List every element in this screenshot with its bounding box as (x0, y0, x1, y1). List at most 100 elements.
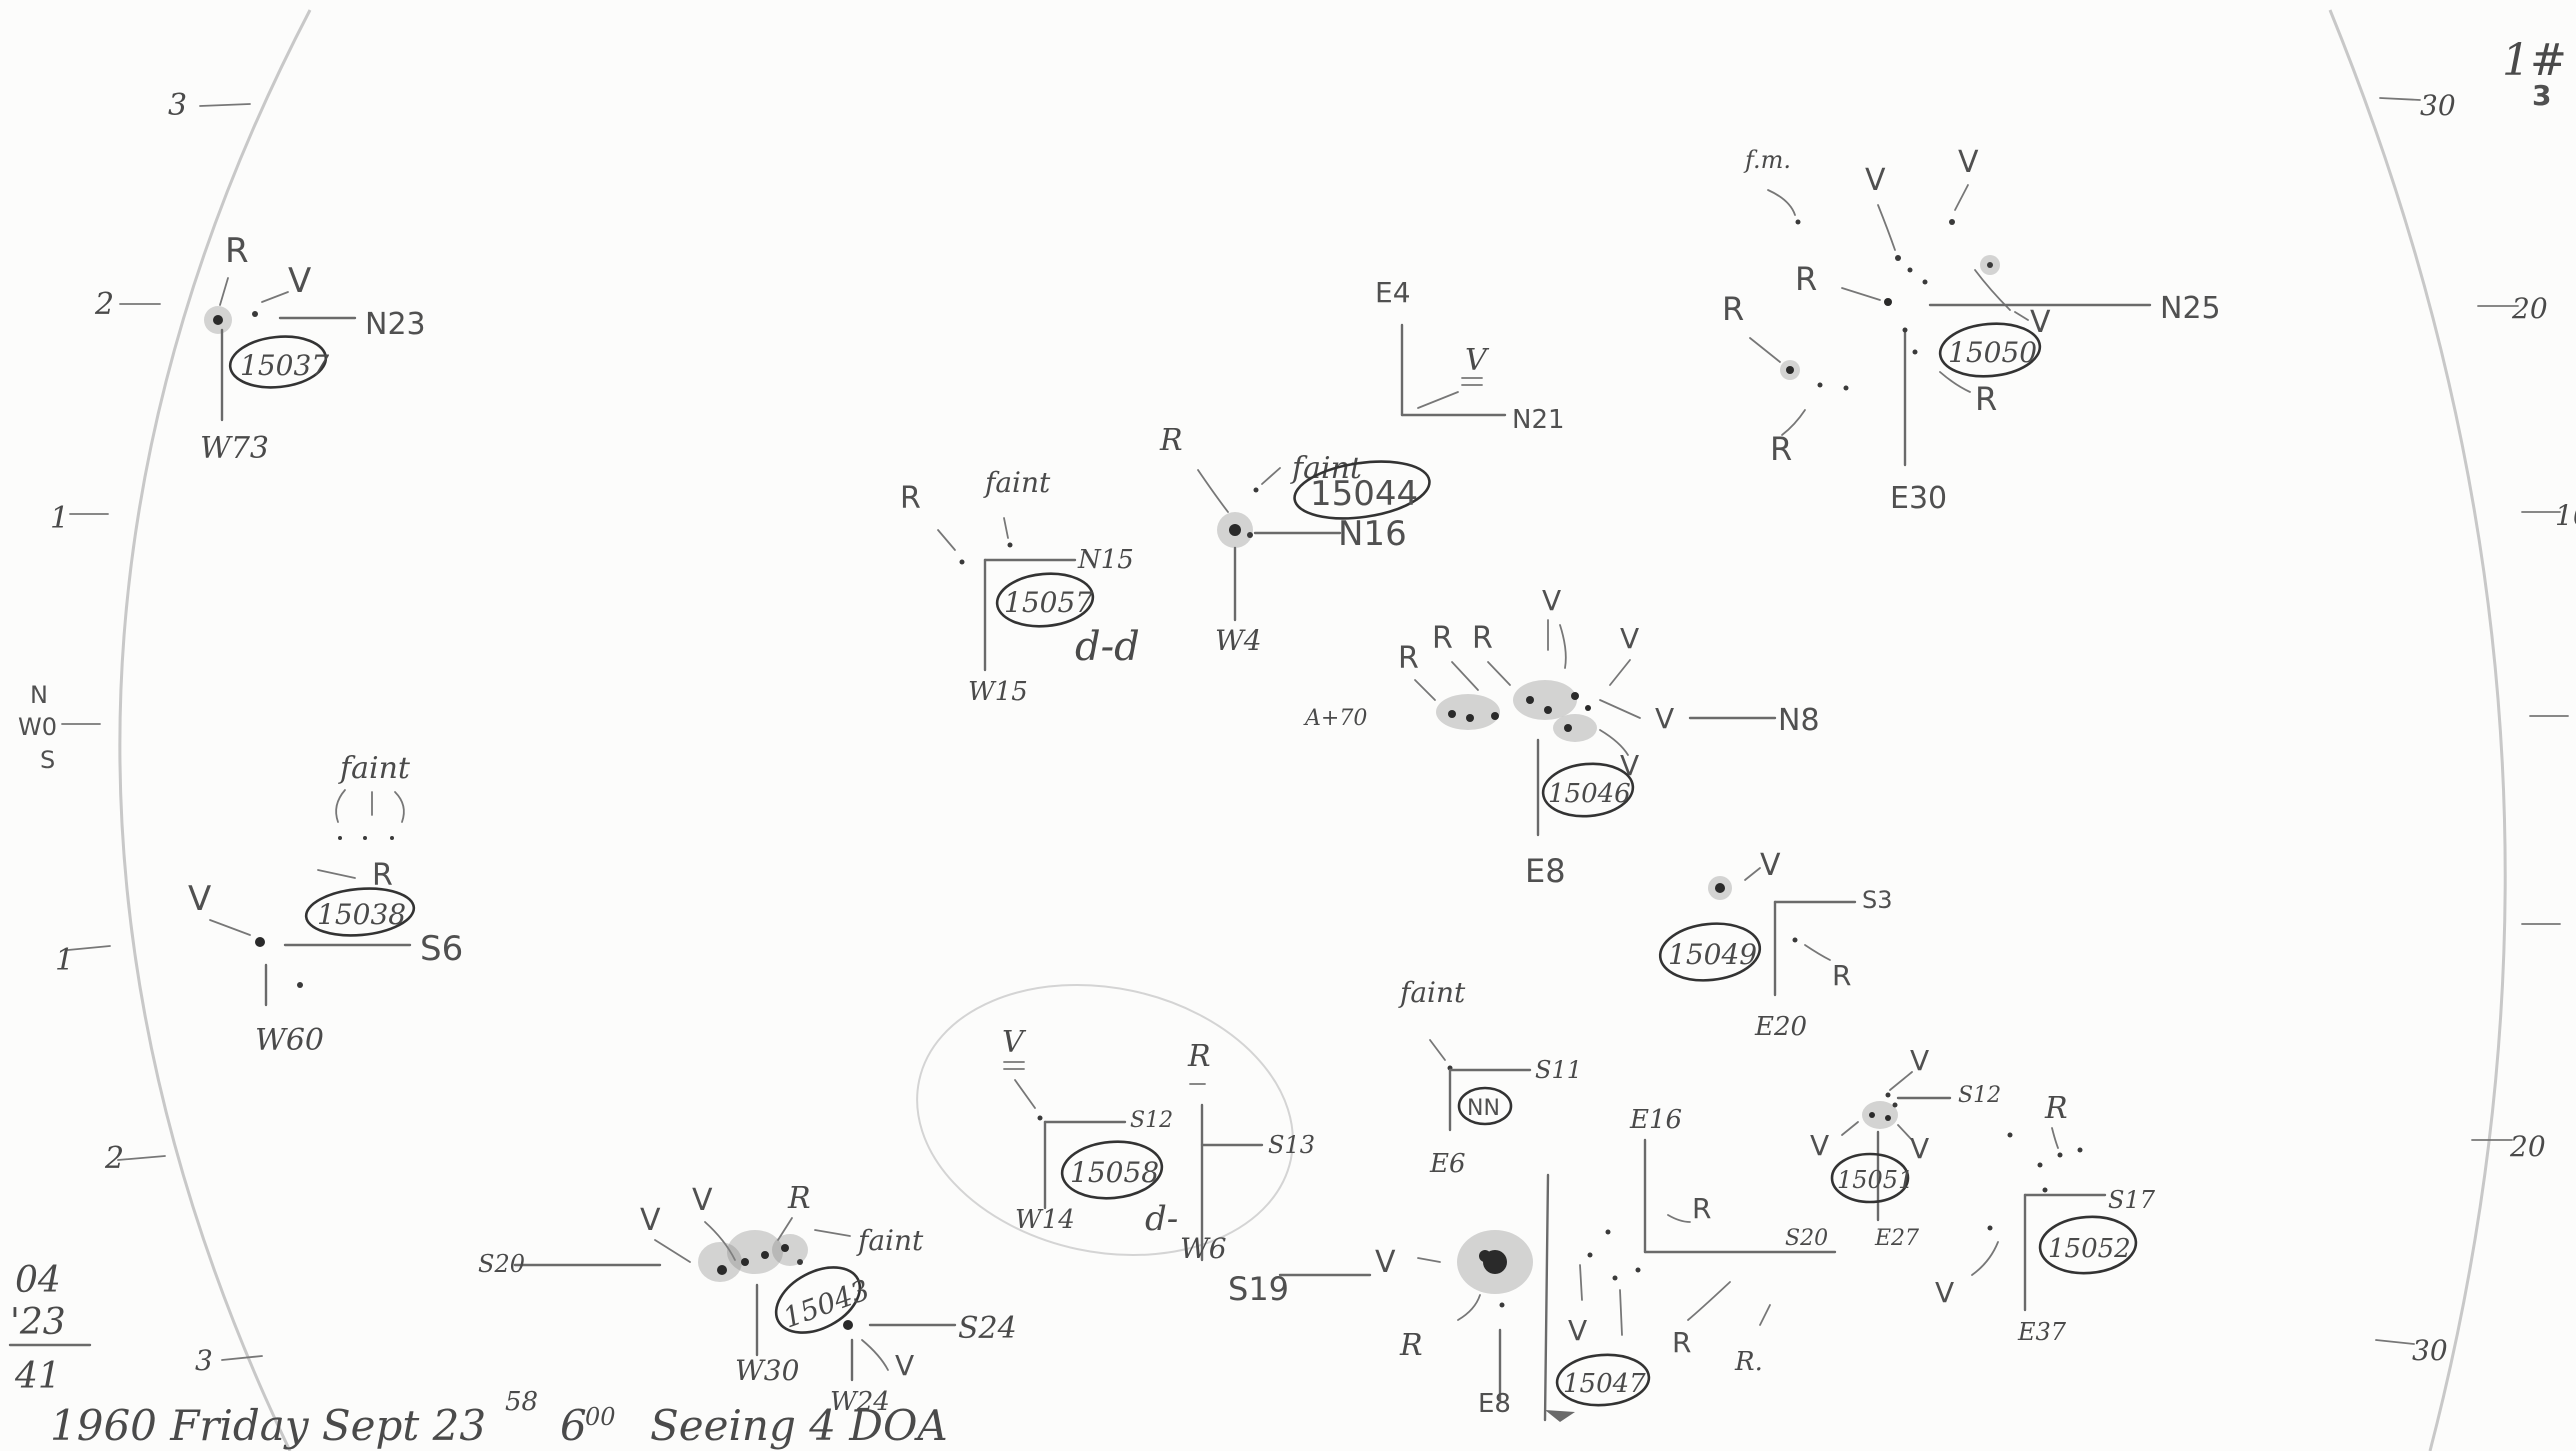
sunspot-group-15050: f.m. V V R R V N25 E30 R R 150 (1722, 145, 2221, 516)
group-number-15037: 15037 (240, 349, 329, 382)
label-latitude: S20 (1785, 1226, 1828, 1251)
label-v: V (1655, 702, 1674, 735)
label-latitude: N8 (1778, 703, 1820, 738)
group-number-15046: 15046 (1548, 779, 1631, 809)
label-r: R (2044, 1091, 2068, 1126)
group-number-15038: 15038 (317, 898, 406, 931)
label-longitude: E16 (1629, 1105, 1682, 1135)
label-faint: faint (983, 466, 1051, 499)
left-limb-ticks: 3 2 1 N W0 S 1 2 3 (18, 88, 263, 1377)
label-v: V (692, 1183, 713, 1218)
label-longitude: W14 (1015, 1205, 1075, 1235)
label-v: V (1760, 848, 1781, 883)
label-latitude: N25 (2160, 291, 2221, 326)
label-v: V (1910, 1044, 1929, 1077)
time-label: 6 (560, 1401, 587, 1450)
label-faint: faint (1398, 976, 1466, 1009)
label-r: R (1398, 641, 1419, 676)
label-longitude: E27 (1874, 1226, 1919, 1251)
tick-label: 10 (2555, 499, 2576, 532)
label-longitude: W24 (830, 1387, 890, 1417)
label-v: V (188, 879, 211, 919)
sunspot-group-15058: V S12 W14 R S13 W6 d- 15058 (916, 983, 1315, 1265)
label-v: V (1620, 622, 1639, 655)
label-v: V (1910, 1132, 1929, 1165)
label-latitude: S20 (478, 1250, 525, 1278)
label-longitude: W4 (1215, 624, 1262, 657)
margin-number: 04 (15, 1260, 61, 1301)
label-latitude: N15 (1077, 545, 1134, 575)
label-faint: faint (338, 751, 411, 786)
label-v: V (1810, 1129, 1829, 1162)
plate-number: 3 (2532, 79, 2551, 112)
label-r: R (1472, 621, 1493, 656)
sheet-header: 1960 Friday Sept 23 58 6 00 Seeing 4 DOA (50, 1387, 948, 1450)
solar-limb-left (118, 9, 312, 1451)
label-r: R (1187, 1039, 1211, 1074)
label-v: V (1375, 1245, 1396, 1280)
sunspot-group-15057: R faint N15 W15 d-d 15057 (900, 466, 1140, 707)
label-v: V (1865, 163, 1886, 198)
sunspot-group-15043: V V R faint S20 W30 S24 V W24 15043 (478, 1181, 1017, 1417)
label-latitude: S13 (1268, 1131, 1315, 1159)
label-r: R (1795, 260, 1817, 298)
label-latitude: S6 (420, 929, 463, 969)
group-number-15047: 15047 (1563, 1369, 1646, 1399)
sunspot-group-15047: S19 V R E8 V R R R. E16 S20 15047 (1228, 1105, 1837, 1422)
time-superscript: 58 (505, 1387, 538, 1417)
label-latitude: S19 (1228, 1270, 1289, 1308)
label-note: d-d (1075, 624, 1140, 670)
right-limb-ticks: 30 20 10 20 30 (2375, 89, 2576, 1367)
label-latitude: S17 (2108, 1186, 2156, 1214)
label-longitude: E6 (1429, 1149, 1466, 1179)
label-longitude: E30 (1890, 481, 1947, 516)
label-latitude: S12 (1958, 1083, 2001, 1108)
label-v: V (288, 261, 311, 301)
sunspot-group-15051: V S12 V V E27 15051 (1810, 1044, 2001, 1251)
tick-label: W0 (18, 713, 57, 741)
label-r: R (1832, 959, 1851, 992)
label-v: V (895, 1349, 914, 1382)
label-r: R. (1734, 1347, 1763, 1377)
label-longitude: W6 (1180, 1232, 1227, 1265)
label-r: R (1770, 430, 1792, 468)
tick-label: 30 (2412, 1334, 2448, 1367)
sunspot-group-15037: R V N23 W73 15037 (200, 231, 426, 466)
group-number-nn: NN (1467, 1096, 1500, 1121)
seeing-label: Seeing 4 DOA (650, 1401, 948, 1450)
label-r: R (1722, 290, 1744, 328)
margin-number: '23 (10, 1302, 66, 1343)
label-longitude: E8 (1525, 852, 1566, 890)
group-number-15049: 15049 (1668, 938, 1757, 971)
label-latitude: S24 (958, 1311, 1017, 1346)
tick-label: 30 (2420, 89, 2456, 122)
tick-label: 3 (195, 1344, 213, 1377)
group-number-15051: 15051 (1837, 1166, 1913, 1194)
tick-label: 20 (2509, 1130, 2546, 1163)
label-longitude: W60 (255, 1023, 324, 1058)
group-number-15044: 15044 (1310, 474, 1418, 514)
margin-number: 41 (14, 1356, 61, 1397)
time-subscript: 00 (585, 1403, 616, 1431)
label-r: R (787, 1181, 811, 1216)
solar-limb-right (2328, 9, 2507, 1451)
label-longitude: W15 (968, 677, 1028, 707)
label-r: R (372, 858, 393, 893)
group-number-15050: 15050 (1948, 336, 2037, 369)
tick-label: 20 (2511, 292, 2548, 325)
label-latitude: S3 (1862, 886, 1893, 914)
sunspot-group-15046: R R R V V V V N8 E8 A+70 15046 (1303, 584, 1820, 890)
label-r: R (1159, 423, 1183, 458)
label-r: R (1975, 380, 1997, 418)
label-latitude: S11 (1535, 1056, 1582, 1084)
tick-label: S (40, 746, 55, 774)
label-v: V (1542, 584, 1561, 617)
sunspot-group-15044: R faint N16 W4 15044 (1159, 423, 1431, 657)
label-v: V (1568, 1314, 1587, 1347)
tick-label: 2 (94, 287, 114, 322)
label-r: R (225, 231, 249, 271)
tick-label: 3 (168, 88, 187, 123)
label-latitude: N21 (1512, 405, 1565, 435)
label-v: V (1958, 145, 1979, 180)
